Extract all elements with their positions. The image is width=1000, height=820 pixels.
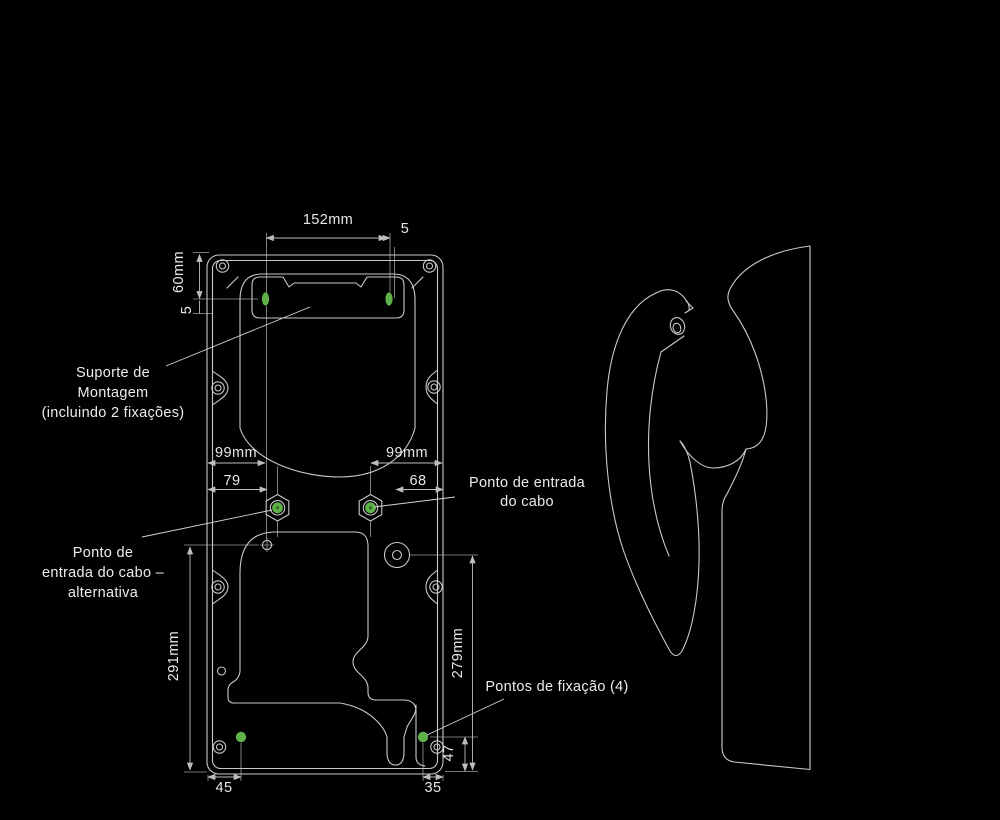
- dim-99mm-left-text: 99mm: [215, 445, 257, 461]
- plate-inner-outline: [211, 259, 439, 770]
- dim-68-text: 68: [410, 473, 427, 489]
- side-sensor-detail-outer: [669, 317, 686, 335]
- leader-mounting: [165, 306, 311, 367]
- dryer-side-view: [604, 245, 811, 771]
- label-cable-entry-line2: do cabo: [500, 494, 554, 510]
- label-mounting-line1: Suporte de: [76, 365, 150, 381]
- upper-cutout: [239, 273, 416, 478]
- dim-79-text: 79: [224, 473, 241, 489]
- backplate-front-view: [184, 233, 478, 781]
- dim-291mm-text: 291mm: [166, 631, 182, 681]
- small-hole: [216, 666, 227, 676]
- screw-hole-icon: [211, 580, 225, 594]
- screw-hole-icon: [212, 740, 227, 754]
- dim-5-top-text: 5: [401, 221, 409, 237]
- alt-cable-entry-target-circle: [383, 541, 411, 569]
- dim-35-text: 35: [425, 780, 442, 796]
- screw-holes: [211, 259, 444, 754]
- side-arm-tip-nub: [684, 300, 694, 314]
- leader-fixing-points: [426, 698, 505, 736]
- label-cable-entry-alt-line1: Ponto de: [73, 545, 133, 561]
- cable-entry-hex-nut: [265, 493, 290, 522]
- side-slot-and-bottom: [679, 440, 811, 771]
- dim-5-left-text: 5: [179, 306, 195, 314]
- dim-99mm-right-text: 99mm: [386, 445, 428, 461]
- label-mounting-line2: Montagem: [78, 385, 149, 401]
- dim-47-text: 47: [441, 745, 457, 762]
- dim-60mm-text: 60mm: [171, 251, 187, 293]
- label-cable-entry-alt-line2: entrada do cabo –: [42, 565, 165, 581]
- leader-cable-entry-alt: [141, 509, 273, 538]
- lower-cutout: [227, 531, 417, 766]
- side-front-arm: [604, 292, 700, 657]
- label-cable-entry-alt-line3: alternativa: [68, 585, 139, 601]
- label-cable-entry-line1: Ponto de entrada: [469, 475, 586, 491]
- screw-hole-icon: [211, 381, 225, 395]
- screw-hole-icon: [422, 259, 437, 273]
- screw-hole-icon: [429, 580, 443, 594]
- dim-45-text: 45: [216, 780, 233, 796]
- dimension-lines: 152mm 5 60mm 5 99mm 99mm 79 68 291mm 279…: [166, 212, 476, 796]
- label-mounting-line3: (incluindo 2 fixações): [42, 405, 185, 421]
- lower-cutout-channel-line: [415, 704, 426, 767]
- bracket-fixing-green-pill: [385, 292, 393, 306]
- corner-detail-lines: [226, 276, 424, 289]
- side-scallops: [211, 369, 439, 605]
- screw-hole-icon: [215, 259, 230, 273]
- side-body-top-curve: [727, 245, 811, 450]
- callout-labels: Suporte de Montagem (incluindo 2 fixaçõe…: [42, 306, 628, 736]
- fixing-point-green-dot: [417, 731, 429, 743]
- alt-entry-small-crosshair: [260, 538, 274, 552]
- screw-hole-icon: [427, 380, 441, 394]
- dim-152mm-text: 152mm: [303, 212, 353, 228]
- leader-cable-entry: [373, 496, 456, 508]
- cable-entry-hex-nut: [358, 493, 383, 522]
- plate-outer-outline: [206, 254, 444, 775]
- dim-279mm-text: 279mm: [450, 628, 466, 678]
- fixing-point-green-dot: [235, 731, 247, 743]
- bracket-fixing-green-pill: [261, 292, 270, 306]
- side-tip-strut: [660, 335, 685, 353]
- side-arm-tip-cap: [655, 289, 690, 311]
- screw-hole-icon: [430, 740, 444, 754]
- label-fixing-points: Pontos de fixação (4): [485, 679, 628, 695]
- side-arm-crease: [647, 351, 670, 557]
- mounting-bracket-outline: [251, 276, 405, 319]
- side-sensor-detail-inner: [672, 322, 682, 334]
